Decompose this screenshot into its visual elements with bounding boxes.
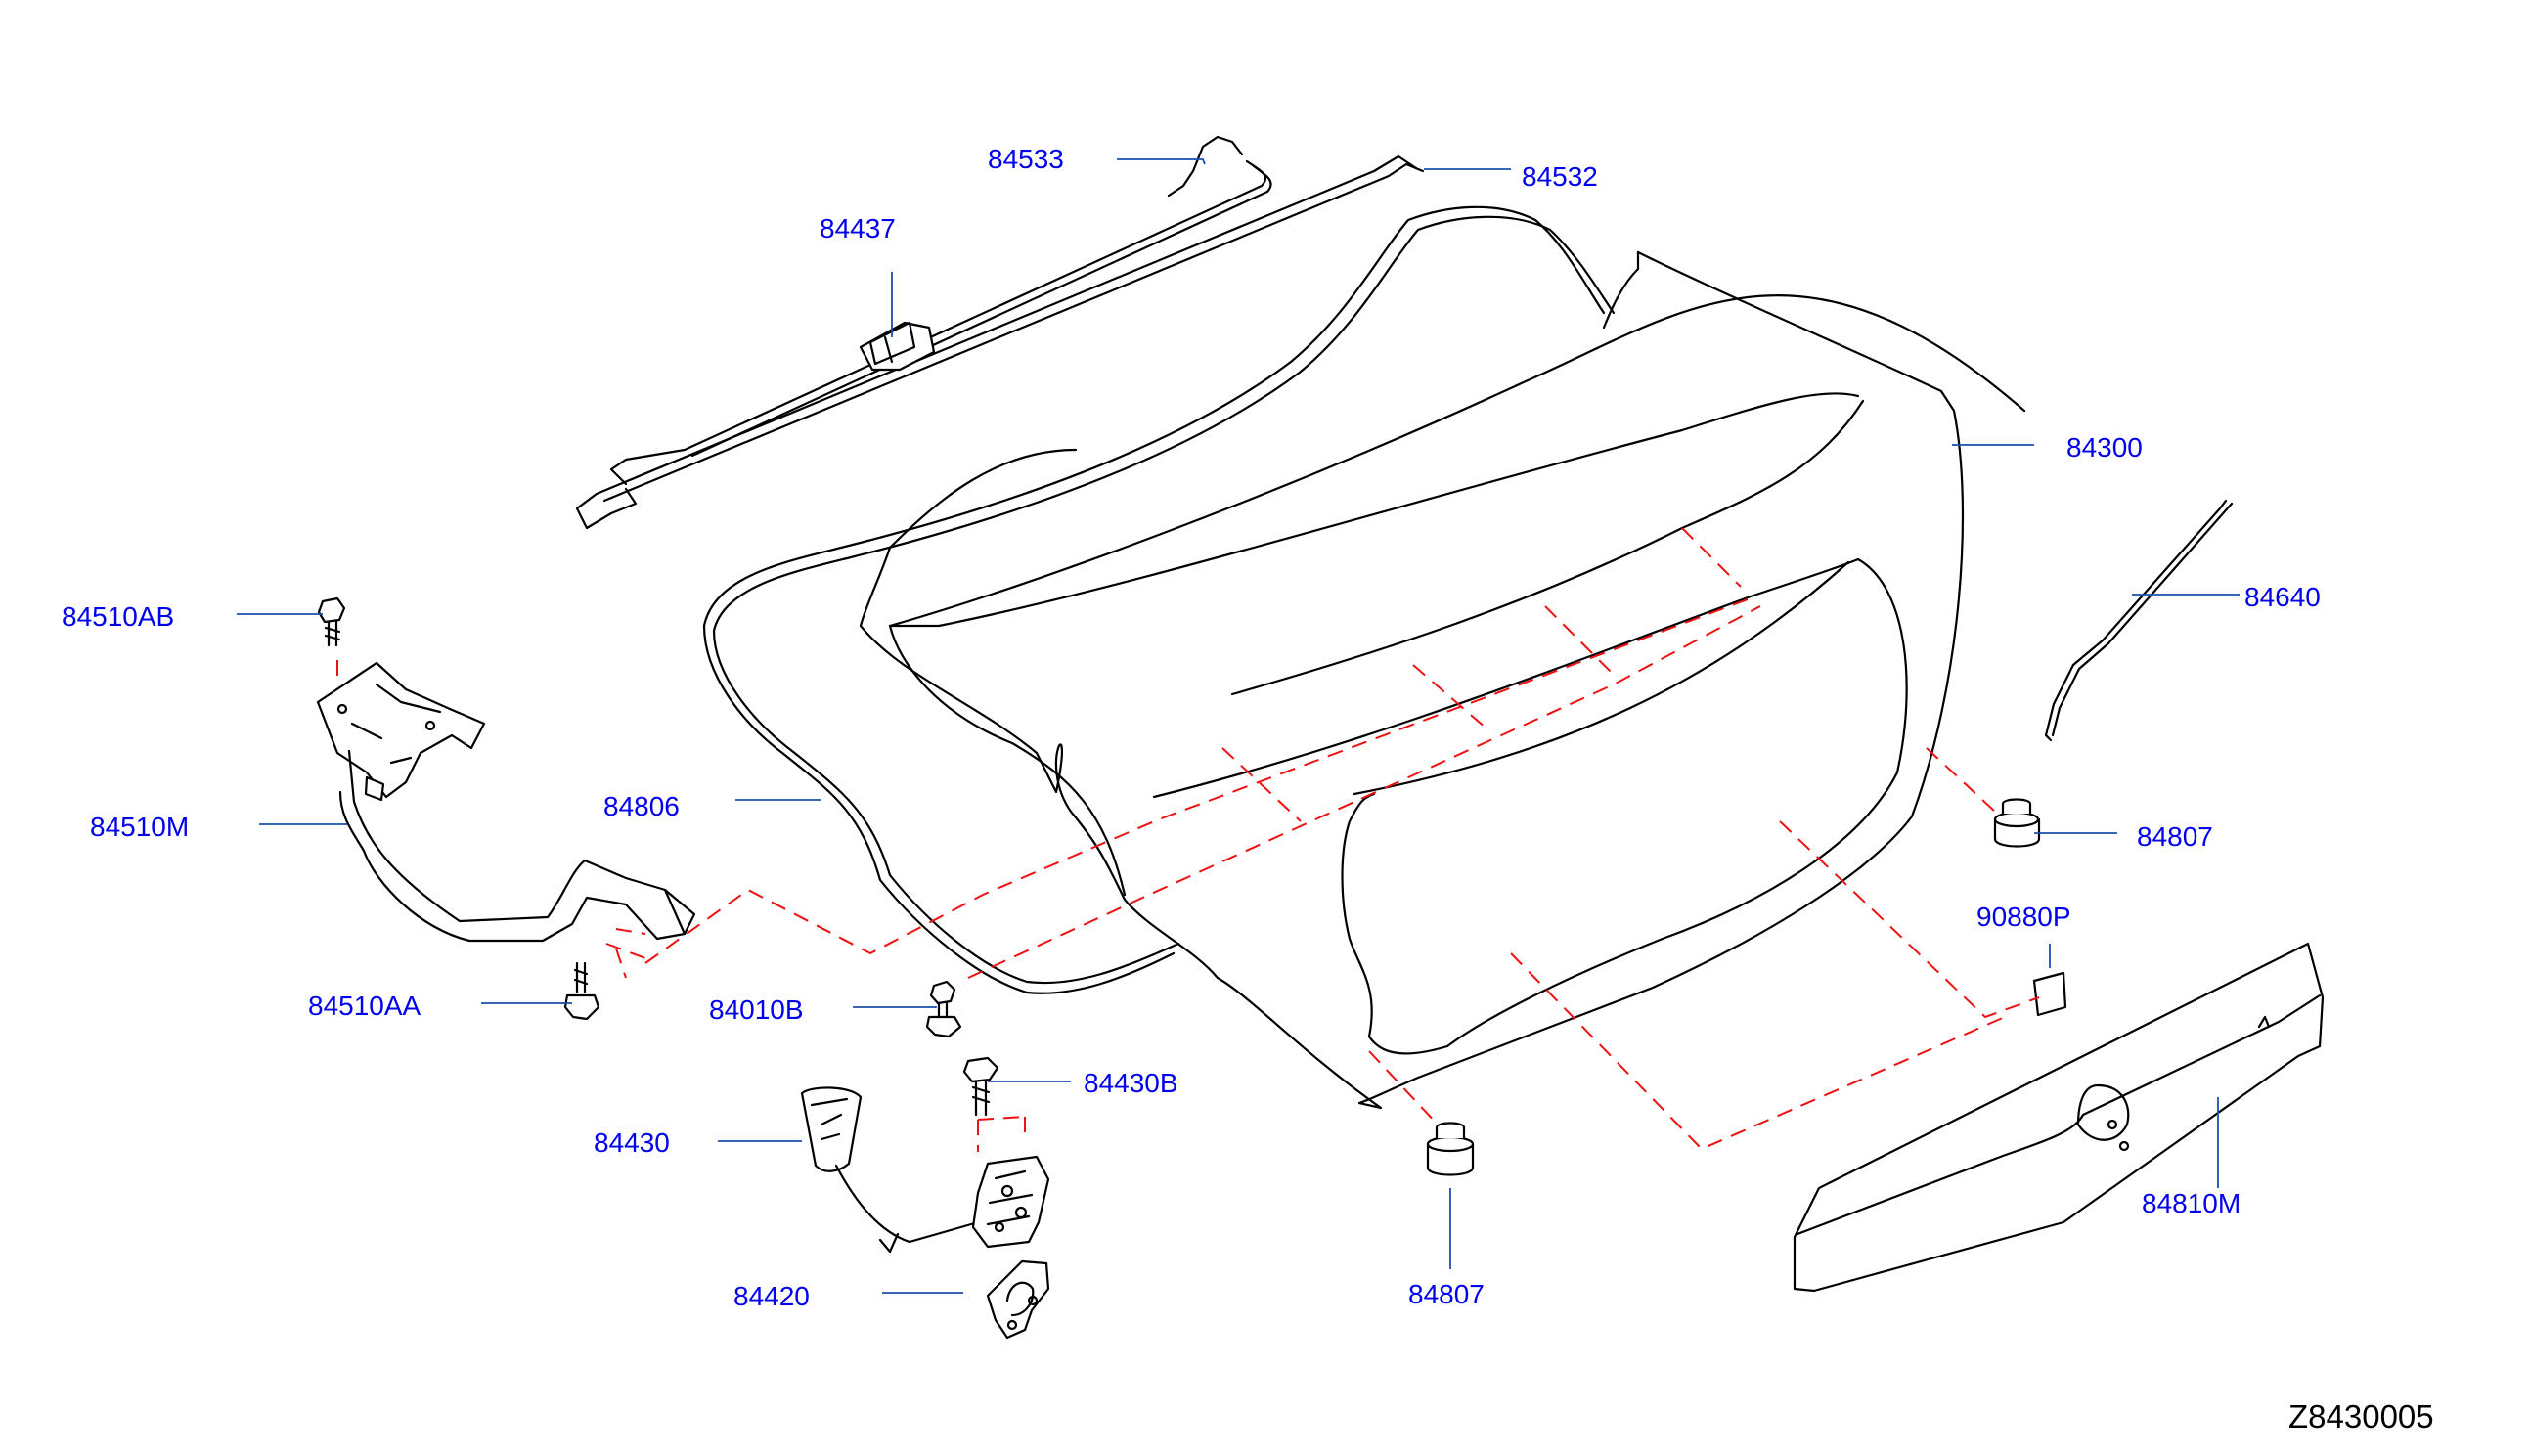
label-84437: 84437: [820, 213, 896, 243]
label-84810M: 84810M: [2142, 1188, 2241, 1218]
label-84430B: 84430B: [1084, 1068, 1178, 1098]
part-labels: 84533 84532 84437 84300 84640 84510AB 84…: [62, 144, 2321, 1311]
striker-84420: [986, 1259, 1050, 1340]
label-84533: 84533: [988, 144, 1064, 174]
bolt-84010B: [925, 980, 962, 1038]
trunk-lid-84300: [859, 250, 2026, 1110]
bolt-84510AA: [563, 961, 600, 1021]
label-84640: 84640: [2244, 582, 2321, 612]
label-84532: 84532: [1522, 161, 1598, 192]
leader-lines: [237, 158, 2240, 1294]
label-84420: 84420: [733, 1281, 810, 1311]
diagram-code: Z8430005: [2288, 1398, 2434, 1434]
lock-84430: [800, 1086, 1050, 1254]
assembly-lines: [336, 527, 2040, 1152]
plug-90880P: [2032, 971, 2067, 1017]
label-84806: 84806: [603, 791, 680, 821]
label-84807-bottom: 84807: [1408, 1279, 1485, 1309]
clip-84437: [859, 321, 936, 372]
label-84807-right: 84807: [2137, 821, 2213, 852]
torsion-bar-84532: [575, 154, 1425, 530]
label-84430: 84430: [594, 1127, 670, 1158]
label-84510AA: 84510AA: [308, 991, 422, 1021]
label-84510M: 84510M: [90, 812, 189, 842]
bumper-stop-84807-right: [1993, 798, 2041, 848]
bolt-84430B: [962, 1056, 999, 1117]
weatherstrip-84806: [702, 205, 1616, 994]
bolt-84510AB: [317, 596, 346, 647]
label-84510AB: 84510AB: [62, 601, 174, 632]
bumper-stop-84807-bottom: [1426, 1122, 1475, 1176]
label-90880P: 90880P: [1976, 902, 2071, 932]
label-84300: 84300: [2066, 432, 2143, 463]
finisher-84810M: [1793, 942, 2325, 1293]
stay-rod-84640: [2044, 499, 2234, 742]
label-84010B: 84010B: [709, 994, 804, 1025]
torsion-bar-84533: [609, 135, 1272, 486]
hinge-84510M: [316, 661, 696, 943]
